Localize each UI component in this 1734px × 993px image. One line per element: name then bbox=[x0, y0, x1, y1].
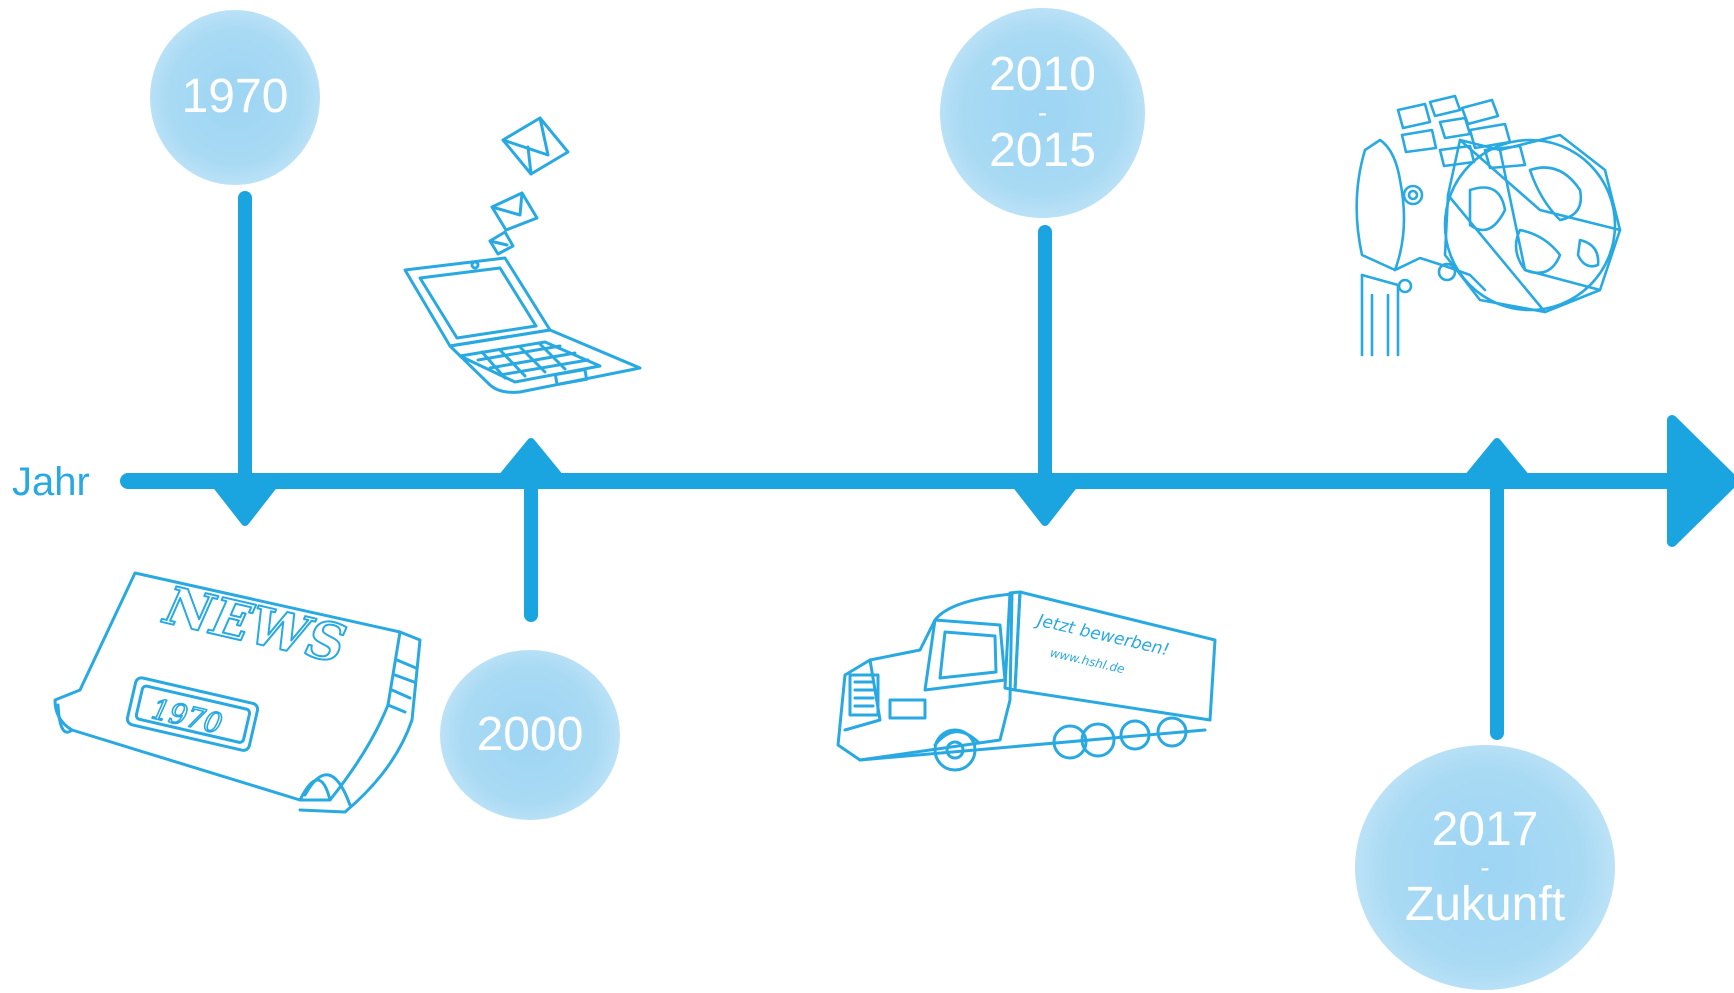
year-range-dash: - bbox=[1480, 851, 1490, 883]
year-bubble-2010-2015: 2010 - 2015 bbox=[940, 8, 1145, 218]
axis-arrowhead bbox=[1667, 415, 1734, 547]
robot-hand-globe-icon bbox=[1355, 94, 1622, 357]
marker-2017 bbox=[1461, 438, 1533, 485]
marker-1970 bbox=[209, 477, 281, 526]
laptop-email-icon bbox=[403, 116, 642, 394]
year-bubble-2017-zukunft: 2017 - Zukunft bbox=[1355, 745, 1615, 990]
year-label: 2000 bbox=[476, 707, 584, 761]
year-bubble-2000: 2000 bbox=[440, 650, 620, 820]
year-bubble-1970: 1970 bbox=[150, 10, 320, 185]
newspaper-date: 1970 bbox=[149, 692, 226, 740]
year-label-start: 2017 bbox=[1431, 802, 1539, 856]
marker-2000 bbox=[495, 438, 567, 485]
year-label-end: 2015 bbox=[989, 123, 1096, 177]
newspaper-icon: NEWS 1970 bbox=[53, 571, 422, 814]
year-label-end: Zukunft bbox=[1404, 878, 1566, 932]
marker-2010 bbox=[1009, 477, 1081, 526]
truck-icon: Jetzt bewerben! www.hshl.de bbox=[836, 590, 1217, 772]
truck-url: www.hshl.de bbox=[1049, 646, 1126, 677]
newspaper-headline: NEWS bbox=[157, 575, 351, 676]
axis-label-jahr: Jahr bbox=[12, 460, 90, 504]
year-range-dash: - bbox=[1037, 97, 1048, 129]
year-label-start: 2010 bbox=[989, 48, 1096, 102]
year-label: 1970 bbox=[181, 70, 289, 124]
